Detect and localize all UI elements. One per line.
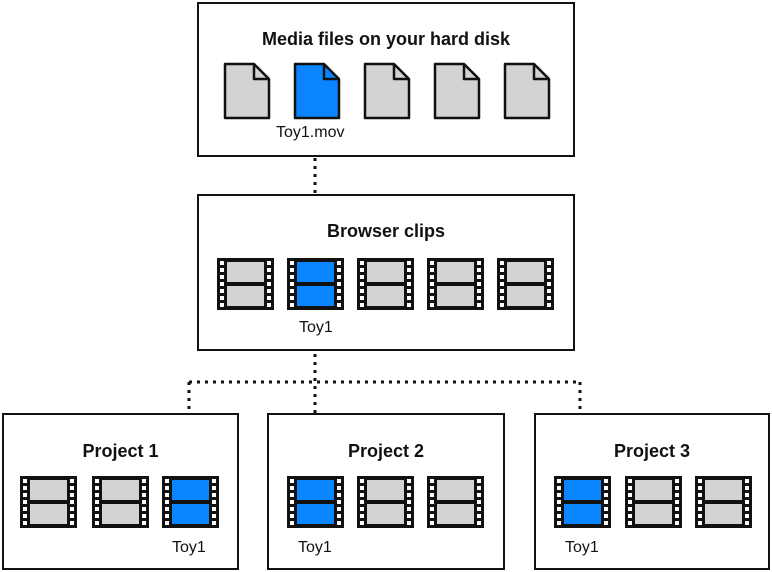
- filmstrip-icon[interactable]: [287, 258, 344, 310]
- filmstrip-icon[interactable]: [625, 476, 682, 528]
- project-3-box: Project 3 Toy1: [534, 413, 770, 570]
- media-files-title: Media files on your hard disk: [261, 29, 511, 49]
- filmstrip-icon[interactable]: [217, 258, 274, 310]
- document-icon[interactable]: [293, 62, 341, 120]
- browser-clips-box: Browser clips Toy1: [197, 194, 575, 351]
- document-icon[interactable]: [223, 62, 271, 120]
- document-icon[interactable]: [433, 62, 481, 120]
- filmstrip-icon[interactable]: [287, 476, 344, 528]
- project-2-box: Project 2 Toy1: [267, 413, 505, 570]
- filmstrip-icon[interactable]: [92, 476, 149, 528]
- media-files-box: Media files on your hard disk Toy1.mov: [197, 2, 575, 157]
- filmstrip-icon[interactable]: [427, 258, 484, 310]
- filmstrip-icon[interactable]: [554, 476, 611, 528]
- browser-clips-title: Browser clips: [326, 221, 446, 241]
- media-file-label: Toy1.mov: [276, 124, 345, 141]
- document-icon[interactable]: [363, 62, 411, 120]
- filmstrip-icon[interactable]: [497, 258, 554, 310]
- project-3-title: Project 3: [613, 441, 691, 461]
- project-2-clip-label: Toy1: [298, 539, 332, 556]
- browser-clip-label: Toy1: [299, 319, 333, 336]
- project-1-box: Project 1 Toy1: [2, 413, 239, 570]
- filmstrip-icon[interactable]: [357, 476, 414, 528]
- filmstrip-icon[interactable]: [357, 258, 414, 310]
- filmstrip-icon[interactable]: [427, 476, 484, 528]
- document-icon[interactable]: [503, 62, 551, 120]
- project-2-title: Project 2: [347, 441, 425, 461]
- filmstrip-icon[interactable]: [20, 476, 77, 528]
- project-1-title: Project 1: [82, 441, 159, 461]
- filmstrip-icon[interactable]: [695, 476, 752, 528]
- project-3-clip-label: Toy1: [565, 539, 599, 556]
- project-1-clip-label: Toy1: [172, 539, 206, 556]
- filmstrip-icon[interactable]: [162, 476, 219, 528]
